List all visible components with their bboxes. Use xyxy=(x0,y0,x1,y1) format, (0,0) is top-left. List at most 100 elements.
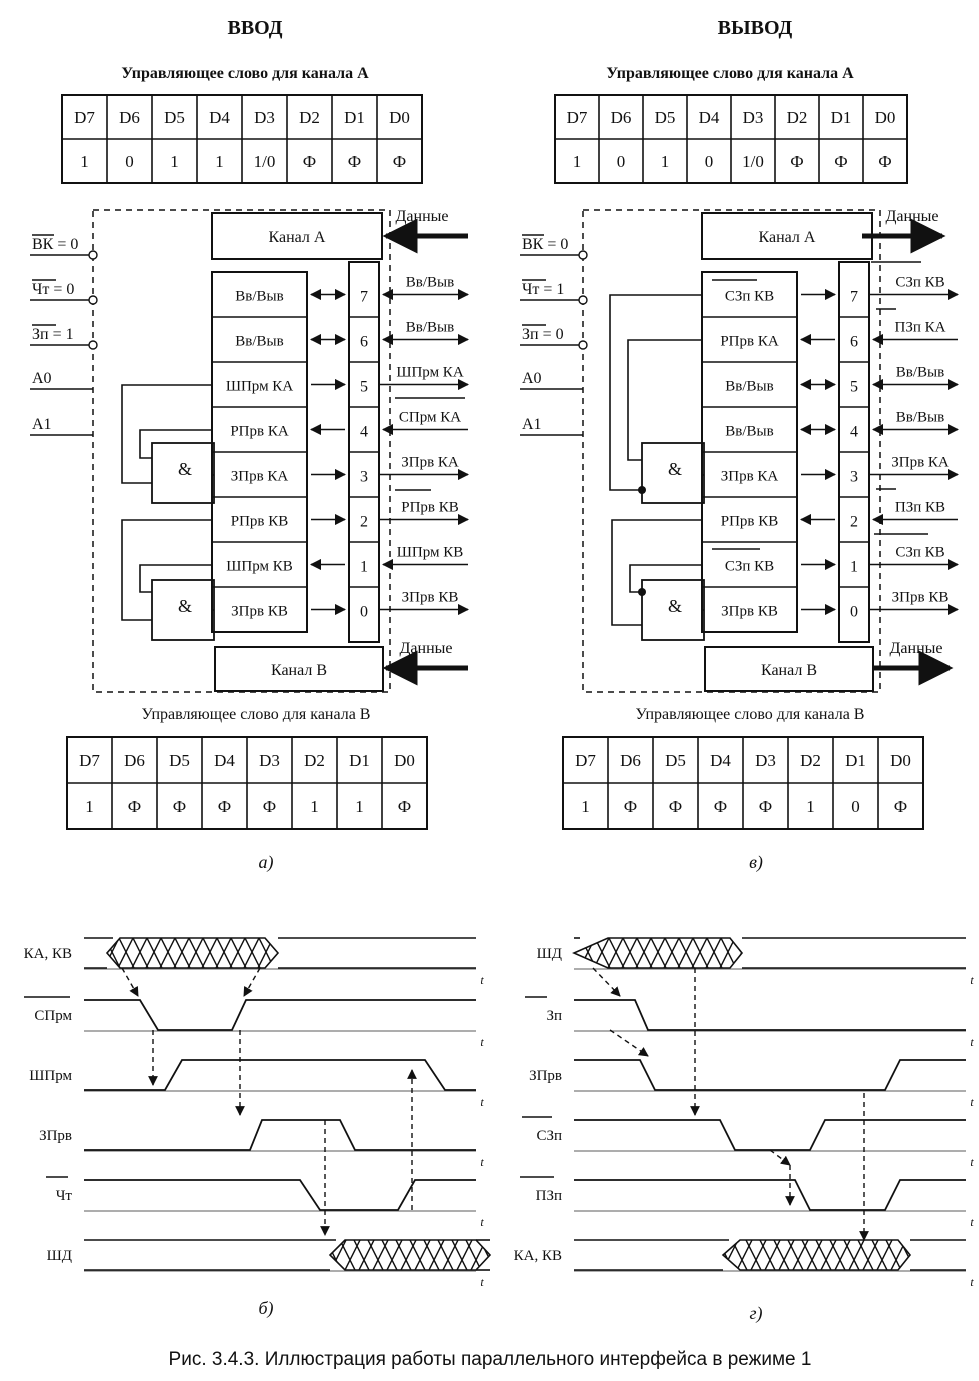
t-label: t xyxy=(970,1155,974,1169)
bit-value: Ф xyxy=(303,152,316,171)
bit-header: D4 xyxy=(699,108,720,127)
pin-number: 5 xyxy=(360,379,368,396)
bit-header: D2 xyxy=(299,108,320,127)
and-gate-label: & xyxy=(668,596,682,616)
bit-value: 1 xyxy=(581,797,590,816)
bit-value: Ф xyxy=(218,797,231,816)
feedback-wire xyxy=(121,519,212,621)
bit-value: 1 xyxy=(355,797,364,816)
pin-label: Вв/Выв xyxy=(896,365,944,381)
bit-header: D0 xyxy=(875,108,896,127)
bit-value: Ф xyxy=(894,797,907,816)
and-gate xyxy=(641,442,705,504)
heading-output: ВЫВОД xyxy=(718,17,793,39)
pin-label: ЗПрв КВ xyxy=(402,590,459,606)
bus-valid-window xyxy=(572,937,744,969)
signal-waveform xyxy=(84,1059,476,1091)
bit-header: D0 xyxy=(394,751,415,770)
port-cell-label: РПрв КВ xyxy=(231,514,289,530)
port-cell-label: Вв/Выв xyxy=(725,424,773,440)
subfigure-label: б) xyxy=(258,1298,273,1319)
pin-number: 7 xyxy=(850,289,858,306)
t-label: t xyxy=(480,1215,484,1229)
pin-label: СЗп КВ xyxy=(895,275,944,291)
t-label: t xyxy=(480,1035,484,1049)
pin-number: 2 xyxy=(360,514,368,531)
and-gate xyxy=(151,442,215,504)
input-label: Зп = 1 xyxy=(32,326,74,343)
input-label: A0 xyxy=(522,370,542,387)
input-label: Чт = 0 xyxy=(32,281,74,298)
bit-value: Ф xyxy=(759,797,772,816)
word-b-title: Управляющее слово для канала В xyxy=(636,706,865,723)
bit-header: D5 xyxy=(655,108,676,127)
data-label-b: Данные xyxy=(400,640,453,657)
pin-label: ЗПрв КВ xyxy=(892,590,949,606)
signal-label: КА, КВ xyxy=(24,946,72,962)
bit-header: D6 xyxy=(119,108,140,127)
feedback-wire xyxy=(609,294,702,491)
pin-label: ЗПрв КА xyxy=(891,455,949,471)
bit-value: Ф xyxy=(834,152,847,171)
port-cell-label: ЗПрв КВ xyxy=(231,604,288,620)
bit-header: D2 xyxy=(787,108,808,127)
pin-label: СЗп КВ xyxy=(895,545,944,561)
bit-header: D6 xyxy=(620,751,641,770)
bit-value: Ф xyxy=(348,152,361,171)
port-cell-label: Вв/Выв xyxy=(725,379,773,395)
bit-header: D6 xyxy=(611,108,632,127)
signal-label: Чт xyxy=(56,1188,73,1204)
t-label: t xyxy=(970,973,974,987)
bus-valid-window xyxy=(105,937,280,969)
and-gate-label: & xyxy=(668,459,682,479)
bit-value: 1 xyxy=(80,152,89,171)
input-label: A1 xyxy=(522,416,542,433)
port-cell-label: ШПрм КА xyxy=(226,379,293,395)
data-label-a: Данные xyxy=(886,208,939,225)
junction-dot xyxy=(638,486,646,494)
bit-value: 0 xyxy=(617,152,626,171)
channel-b-label: Канал В xyxy=(761,662,817,679)
bit-value: 0 xyxy=(851,797,860,816)
port-cell-label: Вв/Выв xyxy=(235,289,283,305)
input-inverter xyxy=(88,250,98,260)
feedback-wire xyxy=(611,519,702,626)
pin-number: 5 xyxy=(850,379,858,396)
causality-arrow xyxy=(243,967,261,997)
and-gate-label: & xyxy=(178,596,192,616)
signal-label: СЗп xyxy=(536,1128,562,1144)
t-label: t xyxy=(970,1035,974,1049)
bit-header: D7 xyxy=(79,751,100,770)
input-inverter xyxy=(578,340,588,350)
input-inverter xyxy=(578,295,588,305)
bit-header: D2 xyxy=(304,751,325,770)
subfigure-label: в) xyxy=(749,852,763,873)
pin-number: 0 xyxy=(850,604,858,621)
pin-label: РПрв КВ xyxy=(401,500,459,516)
signal-waveform xyxy=(84,999,476,1031)
channel-a-label: Канал А xyxy=(269,229,326,246)
bit-value: 0 xyxy=(705,152,714,171)
bit-header: D5 xyxy=(164,108,185,127)
bit-value: Ф xyxy=(878,152,891,171)
pin-label: Вв/Выв xyxy=(896,410,944,426)
bit-header: D7 xyxy=(567,108,588,127)
bit-header: D4 xyxy=(214,751,235,770)
causality-arrow xyxy=(121,967,139,997)
bit-value: 1 xyxy=(170,152,179,171)
channel-b-box xyxy=(704,646,874,692)
input-label: A1 xyxy=(32,416,52,433)
signal-label: ШД xyxy=(537,946,562,962)
bus-valid-window xyxy=(721,1239,912,1271)
t-label: t xyxy=(970,1095,974,1109)
input-inverter xyxy=(88,295,98,305)
t-label: t xyxy=(480,1155,484,1169)
pin-label: ШПрм КВ xyxy=(397,545,464,561)
pin-label: СПрм КА xyxy=(399,410,461,426)
port-cell-label: РПрв КА xyxy=(720,334,779,350)
signal-label: Зп xyxy=(546,1008,562,1024)
bit-value: Ф xyxy=(714,797,727,816)
port-cell-label: ЗПрв КА xyxy=(231,469,289,485)
signal-waveform xyxy=(574,1059,966,1091)
port-cell-label: РПрв КВ xyxy=(721,514,779,530)
